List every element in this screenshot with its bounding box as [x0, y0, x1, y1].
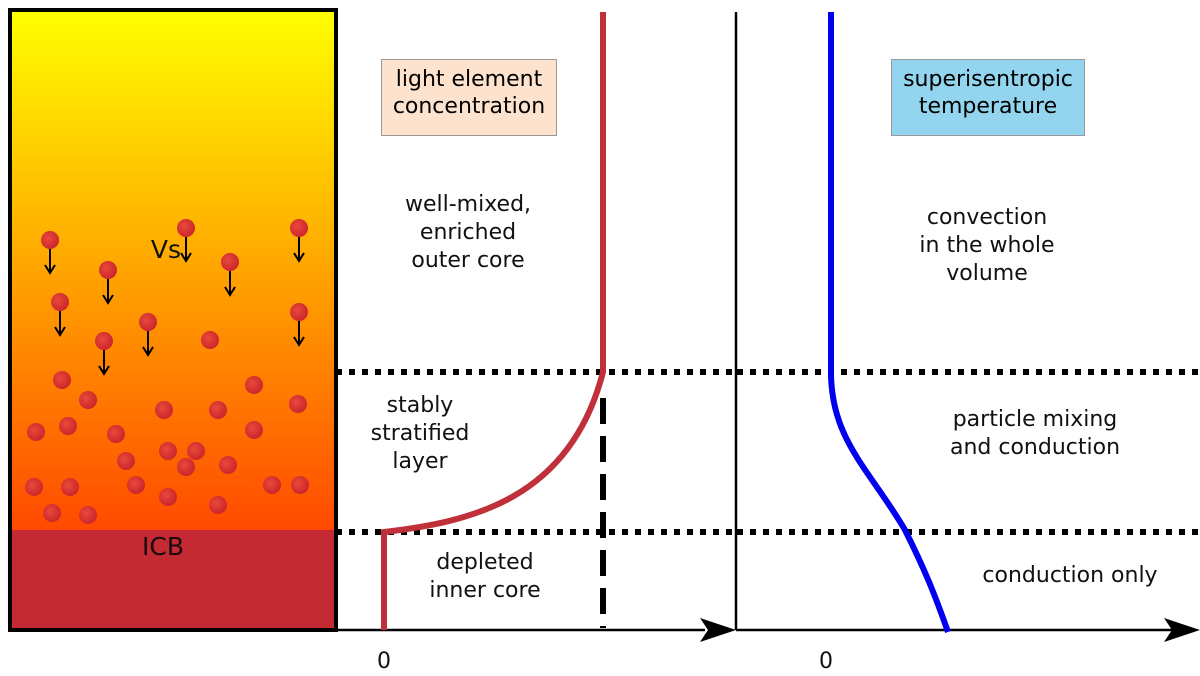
- temperature-curve: [828, 12, 951, 633]
- particle: [187, 442, 205, 460]
- settling-arrow: [293, 237, 305, 263]
- particle: [201, 331, 219, 349]
- particle: [79, 391, 97, 409]
- particle: [139, 313, 157, 331]
- icb-label: ICB: [142, 532, 184, 561]
- outer-core-fill: [10, 10, 336, 530]
- particle: [290, 219, 308, 237]
- particle: [209, 401, 227, 419]
- particle: [209, 496, 227, 514]
- temperature-x-axis: [736, 618, 1200, 642]
- convection-label: convection in the whole volume: [919, 205, 1055, 286]
- settling-arrow: [98, 350, 110, 376]
- axis-arrowhead: [1164, 618, 1200, 642]
- concentration-curve: [381, 12, 606, 630]
- particle: [95, 332, 113, 350]
- particle: [127, 476, 145, 494]
- stable-layer-label: stably stratified layer: [370, 393, 470, 474]
- particle: [291, 476, 309, 494]
- particle: [263, 476, 281, 494]
- particle: [245, 376, 263, 394]
- inner-core-label: depleted inner core: [429, 550, 541, 603]
- particle: [51, 293, 69, 311]
- particle: [107, 425, 125, 443]
- particle: [155, 401, 173, 419]
- particles: [25, 219, 309, 524]
- particle: [41, 231, 59, 249]
- temperature-axis-zero: 0: [819, 649, 833, 674]
- particle: [25, 478, 43, 496]
- particle: [61, 478, 79, 496]
- vs-label: Vs: [150, 235, 182, 264]
- particle: [117, 452, 135, 470]
- axis-arrowhead: [700, 618, 736, 642]
- particle: [245, 421, 263, 439]
- settling-arrow: [102, 279, 114, 305]
- particle: [219, 456, 237, 474]
- legend-light-element: light element concentration: [381, 59, 557, 136]
- particle: [59, 417, 77, 435]
- particle: [290, 303, 308, 321]
- settling-arrow: [224, 271, 236, 297]
- particle: [221, 253, 239, 271]
- particle: [177, 458, 195, 476]
- composition-x-axis: [336, 618, 736, 642]
- particle: [79, 506, 97, 524]
- inner-core-fill: [10, 530, 336, 630]
- core-column: [8, 8, 338, 632]
- particle-mixing-label: particle mixing and conduction: [949, 407, 1121, 460]
- settling-arrow: [142, 331, 154, 357]
- particle: [43, 504, 61, 522]
- particle: [159, 442, 177, 460]
- legend-superisentropic: superisentropic temperature: [891, 59, 1085, 136]
- particle: [159, 488, 177, 506]
- settling-arrow: [54, 311, 66, 337]
- composition-axis-zero: 0: [377, 649, 391, 674]
- conduction-only-label: conduction only: [982, 563, 1158, 588]
- settling-arrows: [44, 237, 305, 376]
- particle: [27, 423, 45, 441]
- core-column-border: [8, 8, 338, 632]
- settling-arrow: [180, 237, 192, 263]
- particle: [99, 261, 117, 279]
- particle: [53, 371, 71, 389]
- settling-arrow: [293, 321, 305, 347]
- particle: [289, 395, 307, 413]
- outer-core-label: well-mixed, enriched outer core: [404, 192, 532, 273]
- settling-arrow: [44, 249, 56, 275]
- particle: [177, 219, 195, 237]
